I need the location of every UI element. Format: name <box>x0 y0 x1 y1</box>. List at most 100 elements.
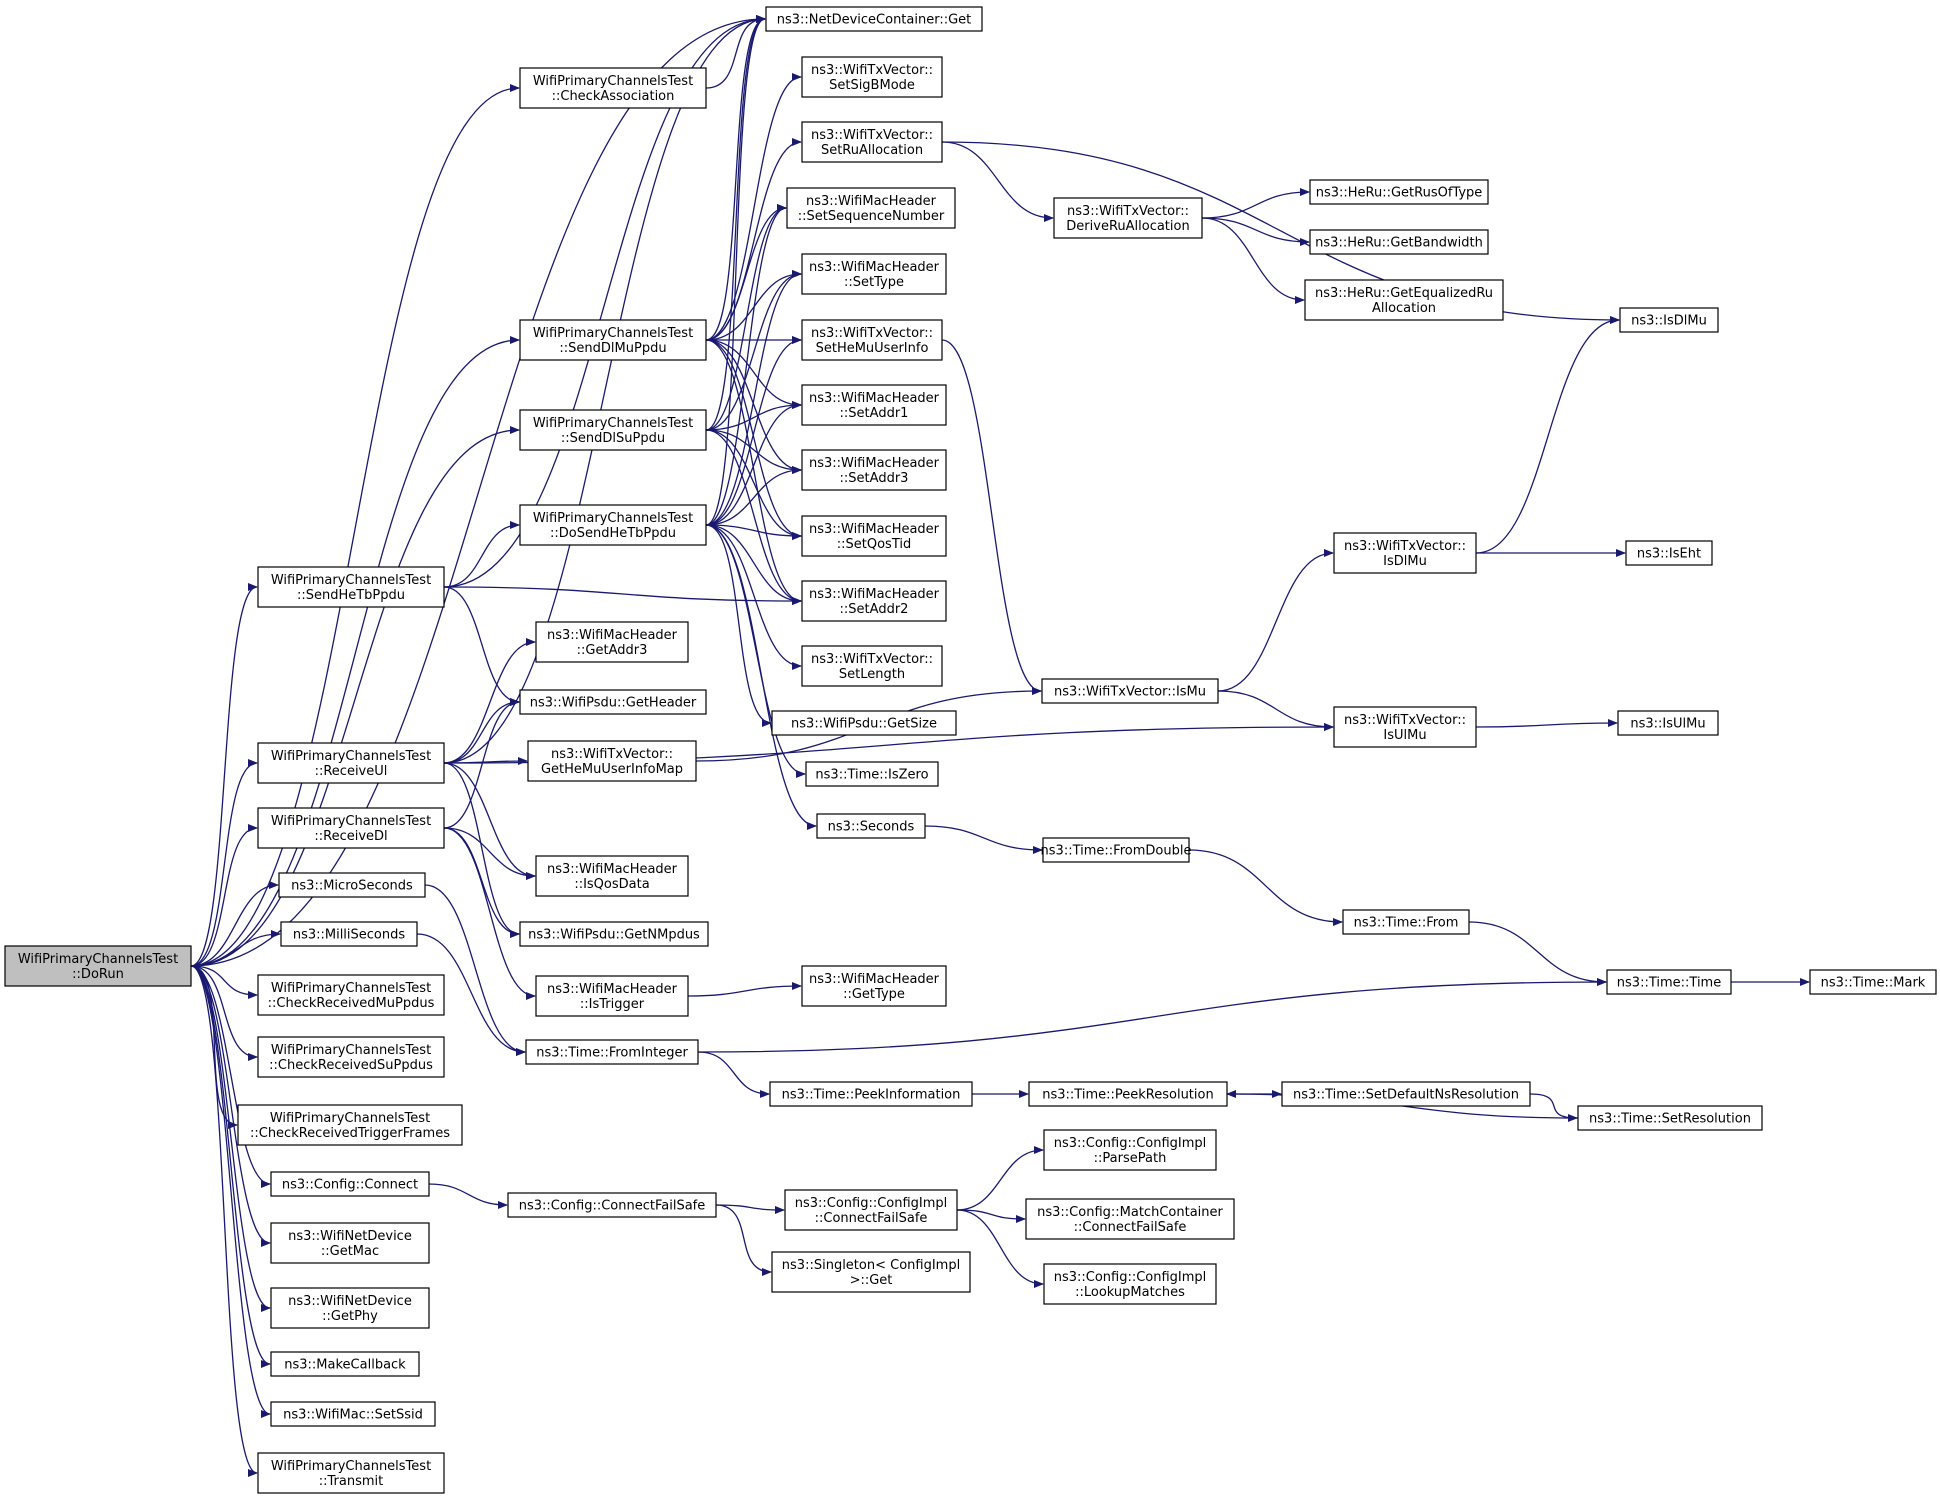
node-box <box>270 1171 430 1197</box>
node-set-addr3[interactable]: ns3::WifiMacHeader::SetAddr3 <box>801 449 947 491</box>
node-box <box>801 384 947 426</box>
node-set-he-mu-user[interactable]: ns3::WifiTxVector::SetHeMuUserInfo <box>801 319 943 361</box>
node-psdu-get-header[interactable]: ns3::WifiPsdu::GetHeader <box>519 689 707 715</box>
node-cfg-connect-f-s[interactable]: ns3::Config::ConnectFailSafe <box>507 1192 717 1218</box>
edge-doSendHeTb-to-setAddr1 <box>705 401 802 526</box>
node-check-rx-mu[interactable]: WifiPrimaryChannelsTest::CheckReceivedMu… <box>257 974 445 1016</box>
node-box <box>1625 540 1713 566</box>
node-set-addr2[interactable]: ns3::WifiMacHeader::SetAddr2 <box>801 580 947 622</box>
node-impl-connect-f-s[interactable]: ns3::Config::ConfigImpl::ConnectFailSafe <box>784 1189 958 1231</box>
node-is-ul-mu[interactable]: ns3::IsUlMu <box>1617 710 1719 736</box>
node-ndc-get[interactable]: ns3::NetDeviceContainer::Get <box>765 6 983 32</box>
node-micro-seconds[interactable]: ns3::MicroSeconds <box>278 872 426 898</box>
node-label-line: ::CheckReceivedSuPpdus <box>269 1058 433 1073</box>
node-set-sig-b[interactable]: ns3::WifiTxVector::SetSigBMode <box>801 56 943 98</box>
node-label-line: ns3::WifiMacHeader <box>547 982 678 997</box>
node-label-line: ::IsQosData <box>574 877 649 892</box>
node-seconds[interactable]: ns3::Seconds <box>816 813 926 839</box>
node-time-from[interactable]: ns3::Time::From <box>1342 909 1470 935</box>
edge-doSendHeTb-to-seconds <box>705 524 817 830</box>
node-check-rx-su[interactable]: WifiPrimaryChannelsTest::CheckReceivedSu… <box>257 1036 445 1078</box>
node-get-type[interactable]: ns3::WifiMacHeader::GetType <box>801 965 947 1007</box>
node-do-send-he-tb[interactable]: WifiPrimaryChannelsTest::DoSendHeTbPpdu <box>519 504 707 546</box>
edge-setDefNs-to-setRes <box>1529 1093 1578 1122</box>
node-send-dl-mu[interactable]: WifiPrimaryChannelsTest::SendDlMuPpdu <box>519 319 707 361</box>
node-set-res[interactable]: ns3::Time::SetResolution <box>1577 1105 1763 1131</box>
node-set-length[interactable]: ns3::WifiTxVector::SetLength <box>801 645 943 687</box>
node-match-connect-f-s[interactable]: ns3::Config::MatchContainer::ConnectFail… <box>1025 1198 1235 1240</box>
node-label-line: GetHeMuUserInfoMap <box>541 762 683 777</box>
node-time-mark[interactable]: ns3::Time::Mark <box>1809 969 1937 995</box>
node-milli-seconds[interactable]: ns3::MilliSeconds <box>280 921 418 947</box>
node-from-integer[interactable]: ns3::Time::FromInteger <box>525 1039 699 1065</box>
edge-deriveRu-to-getEqRu <box>1201 217 1305 304</box>
edge-doSendHeTb-to-setSeq <box>705 204 787 526</box>
edge-sendDlMu-to-setQosTid <box>705 339 802 540</box>
edge-isMu-to-txIsUlMu <box>1217 690 1334 731</box>
node-peek-info[interactable]: ns3::Time::PeekInformation <box>769 1081 973 1107</box>
node-label-line: ::CheckReceivedTriggerFrames <box>250 1126 450 1141</box>
node-check-assoc[interactable]: WifiPrimaryChannelsTest::CheckAssociatio… <box>519 67 707 109</box>
node-check-rx-trig[interactable]: WifiPrimaryChannelsTest::CheckReceivedTr… <box>237 1104 463 1146</box>
node-is-qos-data[interactable]: ns3::WifiMacHeader::IsQosData <box>535 855 689 897</box>
node-is-eht[interactable]: ns3::IsEht <box>1625 540 1713 566</box>
node-label-line: ns3::IsUlMu <box>1630 717 1705 732</box>
node-send-dl-su[interactable]: WifiPrimaryChannelsTest::SendDlSuPpdu <box>519 409 707 451</box>
node-receive-dl[interactable]: WifiPrimaryChannelsTest::ReceiveDl <box>257 807 445 849</box>
node-label-line: Allocation <box>1372 301 1436 316</box>
node-get-bandwidth[interactable]: ns3::HeRu::GetBandwidth <box>1309 229 1489 255</box>
node-receive-ul[interactable]: WifiPrimaryChannelsTest::ReceiveUl <box>257 742 445 784</box>
node-singleton-get[interactable]: ns3::Singleton< ConfigImpl>::Get <box>771 1251 971 1293</box>
node-from-double[interactable]: ns3::Time::FromDouble <box>1041 837 1192 863</box>
node-set-ru-alloc[interactable]: ns3::WifiTxVector::SetRuAllocation <box>801 121 943 163</box>
node-get-mac[interactable]: ns3::WifiNetDevice::GetMac <box>270 1222 430 1264</box>
node-transmit[interactable]: WifiPrimaryChannelsTest::Transmit <box>257 1452 445 1494</box>
node-time-time[interactable]: ns3::Time::Time <box>1606 969 1732 995</box>
node-box <box>257 742 445 784</box>
node-is-mu[interactable]: ns3::WifiTxVector::IsMu <box>1041 678 1219 704</box>
node-box <box>257 566 445 608</box>
node-box <box>771 710 957 736</box>
node-lookup-matches[interactable]: ns3::Config::ConfigImpl::LookupMatches <box>1043 1263 1217 1305</box>
node-set-addr1[interactable]: ns3::WifiMacHeader::SetAddr1 <box>801 384 947 426</box>
node-get-rus-of-type[interactable]: ns3::HeRu::GetRusOfType <box>1309 179 1489 205</box>
node-set-type[interactable]: ns3::WifiMacHeader::SetType <box>801 253 947 295</box>
node-set-def-ns[interactable]: ns3::Time::SetDefaultNsResolution <box>1281 1081 1531 1107</box>
node-send-he-tb[interactable]: WifiPrimaryChannelsTest::SendHeTbPpdu <box>257 566 445 608</box>
node-set-qos-tid[interactable]: ns3::WifiMacHeader::SetQosTid <box>801 515 947 557</box>
edge-doRun-to-microSeconds <box>190 881 279 967</box>
node-tx-is-dl-mu[interactable]: ns3::WifiTxVector::IsDlMu <box>1333 532 1477 574</box>
node-label-line: ::ReceiveDl <box>314 829 387 844</box>
node-label-line: ns3::WifiTxVector:: <box>1067 204 1189 219</box>
node-box <box>801 515 947 557</box>
edge-sendDlSu-to-setSeq <box>705 204 787 431</box>
node-label-line: WifiPrimaryChannelsTest <box>270 1111 430 1126</box>
node-is-trigger[interactable]: ns3::WifiMacHeader::IsTrigger <box>535 975 689 1017</box>
node-box <box>237 1104 463 1146</box>
node-tx-is-ul-mu[interactable]: ns3::WifiTxVector::IsUlMu <box>1333 706 1477 748</box>
node-get-he-mu-map[interactable]: ns3::WifiTxVector::GetHeMuUserInfoMap <box>527 740 697 782</box>
node-parse-path[interactable]: ns3::Config::ConfigImpl::ParsePath <box>1043 1129 1217 1171</box>
node-set-ssid[interactable]: ns3::WifiMac::SetSsid <box>270 1401 436 1427</box>
node-peek-res[interactable]: ns3::Time::PeekResolution <box>1028 1081 1228 1107</box>
node-get-addr3[interactable]: ns3::WifiMacHeader::GetAddr3 <box>535 621 689 663</box>
node-box <box>519 689 707 715</box>
node-box <box>1281 1081 1531 1107</box>
edge-doSendHeTb-to-ndcGet <box>705 15 766 526</box>
node-box <box>816 813 926 839</box>
node-set-seq[interactable]: ns3::WifiMacHeader::SetSequenceNumber <box>786 187 956 229</box>
node-is-dl-mu-free[interactable]: ns3::IsDlMu <box>1619 307 1719 333</box>
node-psdu-get-size[interactable]: ns3::WifiPsdu::GetSize <box>771 710 957 736</box>
node-get-n-mpdus[interactable]: ns3::WifiPsdu::GetNMpdus <box>519 921 709 947</box>
node-derive-ru[interactable]: ns3::WifiTxVector::DeriveRuAllocation <box>1053 197 1203 239</box>
node-is-zero[interactable]: ns3::Time::IsZero <box>805 761 939 787</box>
node-label-line: ::SetQosTid <box>837 537 911 552</box>
node-cfg-connect[interactable]: ns3::Config::Connect <box>270 1171 430 1197</box>
node-make-callback[interactable]: ns3::MakeCallback <box>270 1351 420 1377</box>
node-do-run[interactable]: WifiPrimaryChannelsTest::DoRun <box>4 945 192 987</box>
edge-doSendHeTb-to-setAddr2 <box>705 524 802 605</box>
edge-setHeMuUser-to-isMu <box>941 339 1042 695</box>
node-get-phy[interactable]: ns3::WifiNetDevice::GetPhy <box>270 1287 430 1329</box>
node-label-line: ns3::Time::SetDefaultNsResolution <box>1293 1088 1519 1103</box>
